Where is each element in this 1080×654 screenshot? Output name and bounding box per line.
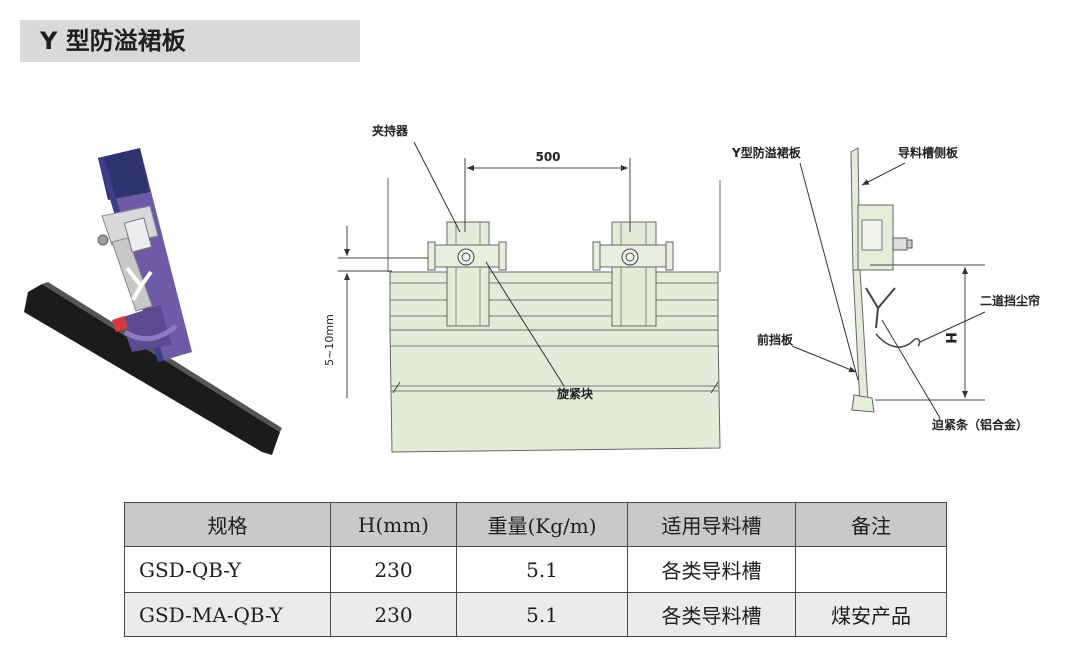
- side-y-profile: [865, 287, 896, 310]
- red-piece: [112, 316, 128, 332]
- height-label: H: [942, 332, 958, 344]
- clamp-body-left: [446, 221, 490, 327]
- side-plate-label: 导料槽侧板: [898, 145, 959, 160]
- side-plate-leader-line: [861, 162, 906, 186]
- plate-top-band: [389, 271, 719, 331]
- side-bolt-tip: [906, 239, 913, 249]
- table-row: GSD-QB-Y 230 5.1 各类导料槽: [124, 546, 947, 593]
- drawings-canvas: 500 5~10mm 夹持器 旋紧块: [24, 123, 1040, 455]
- side-clamp-inner: [861, 219, 883, 251]
- front-plate-leader-line: [791, 345, 857, 373]
- break-mark: [710, 381, 719, 394]
- side-bolt: [892, 237, 908, 251]
- clamp-bar-tab: [427, 241, 436, 271]
- tightener-label: 旋紧块: [556, 386, 594, 401]
- side-foot: [851, 394, 875, 413]
- cell-weight: 5.1: [456, 546, 628, 593]
- header-remark: 备注: [795, 502, 947, 547]
- clamp-slot: [123, 217, 153, 253]
- clamp-label: 夹持器: [372, 123, 409, 138]
- tightener-left: [457, 248, 475, 266]
- side-view-drawing: H Y型防溢裙板 导料槽侧板 二道挡尘帘 前挡板 迫紧条（铝合金）: [731, 145, 1040, 432]
- y-profile-stem: [131, 285, 143, 301]
- cell-weight: 5.1: [456, 592, 628, 637]
- side-curtain: [875, 333, 921, 348]
- curtain-leader-line: [919, 311, 986, 343]
- header-spec: 规格: [124, 502, 331, 547]
- front-view-drawing: 500 5~10mm 夹持器 旋紧块: [323, 123, 721, 453]
- cell-height: 230: [330, 546, 457, 593]
- break-mark: [392, 381, 401, 394]
- clamp-bar-tab: [498, 241, 507, 271]
- cell-remark: [795, 546, 947, 593]
- clamp-bar-tab: [592, 241, 601, 271]
- header-height: H(mm): [330, 502, 457, 547]
- title-bar: Y 型防溢裙板: [20, 20, 360, 62]
- tightener-right-core: [625, 252, 635, 262]
- bolt-head: [97, 234, 109, 246]
- cell-chute: 各类导料槽: [627, 592, 796, 637]
- tightener-leader-line: [485, 261, 565, 387]
- curtain-label: 二道挡尘帘: [980, 293, 1040, 308]
- strip-leader-line: [881, 319, 941, 419]
- page-title: Y 型防溢裙板: [40, 27, 186, 55]
- side-y-stem: [875, 307, 879, 329]
- dimension-width-label: 500: [535, 150, 560, 164]
- spec-table: 规格 H(mm) 重量(Kg/m) 适用导料槽 备注 GSD-QB-Y 230 …: [124, 502, 947, 637]
- header-chute: 适用导料槽: [627, 502, 796, 547]
- strip-label: 迫紧条（铝合金）: [931, 417, 1028, 432]
- clamp-bar-tab: [665, 241, 674, 271]
- front-plate-label: 前挡板: [757, 332, 794, 347]
- cell-chute: 各类导料槽: [627, 546, 796, 593]
- skirt-plate: [852, 269, 869, 406]
- cell-remark: 煤安产品: [795, 592, 947, 637]
- dimension-gap-label: 5~10mm: [323, 314, 336, 366]
- clamp-body-right: [611, 221, 657, 327]
- cell-spec: GSD-MA-QB-Y: [124, 592, 331, 637]
- skirt-label: Y型防溢裙板: [731, 145, 802, 160]
- skirt-board-black: [24, 284, 280, 455]
- lower-plate-piece: [120, 305, 172, 352]
- clamp-leader-line: [413, 141, 461, 233]
- cell-spec: GSD-QB-Y: [124, 546, 331, 593]
- tightener-left-core: [461, 252, 471, 262]
- purple-plate: [98, 148, 192, 362]
- table-header-row: 规格 H(mm) 重量(Kg/m) 适用导料槽 备注: [124, 502, 947, 547]
- header-weight: 重量(Kg/m): [456, 502, 628, 547]
- table-row: GSD-MA-QB-Y 230 5.1 各类导料槽 煤安产品: [124, 592, 947, 637]
- curtain-strip: [123, 324, 178, 342]
- skirt-leader-line: [799, 162, 859, 381]
- skirt-3d-illustration: [24, 148, 282, 455]
- tightener-right: [621, 248, 639, 266]
- cell-height: 230: [330, 592, 457, 637]
